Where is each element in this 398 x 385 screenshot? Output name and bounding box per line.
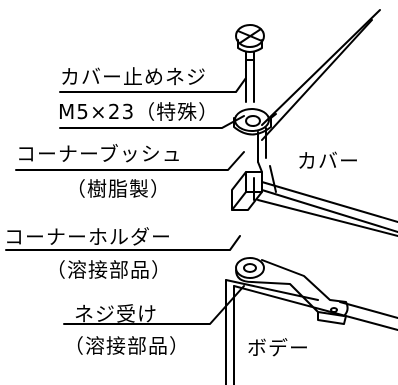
corner-bush-label: コーナーブッシュ: [16, 142, 183, 166]
body-panel: [225, 279, 398, 385]
cover-panel: [257, 9, 398, 237]
corner-holder-material-label: （溶接部品）: [46, 258, 172, 282]
corner-bush-material-label: （樹脂製）: [66, 177, 171, 201]
cover-screw-spec-label: M5×23（特殊）: [58, 100, 220, 124]
cover-screw-part: [235, 24, 265, 103]
body-label: ボデー: [247, 336, 310, 360]
corner-holder-label: コーナーホルダー: [4, 225, 172, 249]
nut-receiver-part: [235, 257, 349, 325]
cover-label: カバー: [297, 149, 360, 173]
corner-holder-part: [231, 161, 277, 211]
cover-screw-label: カバー止めネジ: [60, 65, 207, 89]
nut-receiver-material-label: （溶接部品）: [64, 334, 190, 358]
nut-receiver-label: ネジ受け: [74, 302, 158, 326]
corner-bush-part: [233, 108, 277, 163]
leader-lines: [5, 77, 247, 325]
